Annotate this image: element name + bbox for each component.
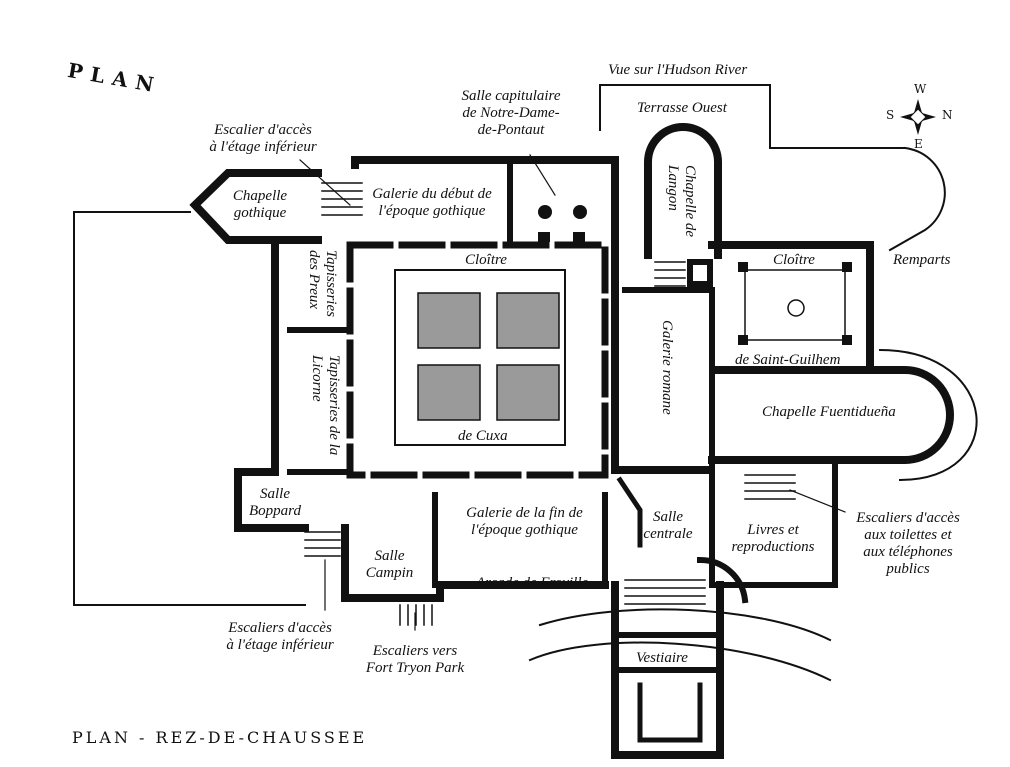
garden-plot-se [496, 364, 560, 421]
wall-chapelle-langon [644, 123, 722, 259]
stairs-entrance [624, 579, 706, 605]
saint-guilhem-fountain [787, 299, 805, 317]
label-vestiaire: Vestiaire [636, 650, 688, 666]
label-escaliers-toilettes: Escaliers d'accès aux toilettes et aux t… [856, 510, 960, 577]
garden-plot-sw [417, 364, 481, 421]
compass-rose [900, 99, 936, 135]
label-tapisseries-licorne: Tapisseries de la Licorne [309, 355, 342, 456]
compass-n: N [942, 108, 953, 122]
label-vue-hudson: Vue sur l'Hudson River [608, 62, 748, 78]
pier-capitulaire-4 [573, 232, 585, 242]
leader-capitulaire [529, 154, 556, 196]
label-livres: Livres et reproductions [731, 522, 815, 555]
road-line-1 [528, 641, 832, 682]
pier-sg-2 [842, 262, 852, 272]
pier-sg-1 [738, 262, 748, 272]
wall-cuxa-arcade [346, 241, 609, 479]
site-outline [73, 211, 306, 606]
label-chapelle-langon: Chapelle de Langon [665, 165, 698, 238]
label-galerie-fin: Galerie de la fin de l'époque gothique [466, 505, 583, 538]
label-de-saint-guilhem: de Saint-Guilhem [735, 352, 841, 368]
stairs-boppard [304, 531, 341, 557]
label-escalier-haut: Escalier d'accès à l'étage inférieur [209, 122, 317, 155]
label-salle-centrale: Salle centrale [643, 509, 693, 542]
wall-north [351, 156, 619, 249]
label-galerie-debut: Galerie du début de l'époque gothique [372, 186, 492, 219]
label-escaliers-bas: Escaliers d'accès à l'étage inférieur [226, 620, 334, 653]
stairs-fort-tryon [399, 604, 433, 626]
compass-w: W [914, 82, 927, 96]
pier-capitulaire-1 [538, 205, 552, 219]
wall-entrance-inner [637, 682, 703, 743]
stairs-toilettes [744, 474, 796, 500]
ramparts-curve [878, 348, 978, 482]
label-salle-boppard: Salle Boppard [249, 486, 301, 519]
cuxa-garden-border [394, 269, 566, 446]
label-de-cuxa: de Cuxa [458, 428, 508, 444]
terrace-outline [599, 84, 906, 149]
label-arcade-froville: Arcade de Froville [476, 575, 589, 591]
wall-west [271, 236, 322, 476]
partition-salle-centrale [616, 476, 643, 548]
wall-south [341, 524, 609, 602]
label-galerie-romane: Galerie romane [659, 320, 675, 415]
wall-saint-guilhem [708, 241, 874, 374]
leader-escalier-haut [299, 159, 351, 206]
langon-pier [687, 259, 713, 287]
label-terrasse-ouest: Terrasse Ouest [637, 100, 727, 116]
compass-e: E [914, 137, 923, 151]
pier-capitulaire-2 [573, 205, 587, 219]
label-chapelle-gothique: Chapelle gothique [232, 188, 288, 221]
leader-toilettes [789, 489, 846, 513]
label-cloitre-cuxa: Cloître [465, 252, 507, 268]
stair-curve-livres [696, 556, 749, 604]
road-line-2 [538, 608, 832, 642]
pier-capitulaire-3 [538, 232, 550, 242]
label-salle-campin: Salle Campin [365, 548, 414, 581]
label-tapisseries-preux: Tapisseries des Preux [306, 250, 339, 317]
footer-title: PLAN - REZ-DE-CHAUSSEE [72, 728, 368, 747]
pier-sg-4 [842, 335, 852, 345]
stairs-langon [654, 261, 686, 287]
wall-chapelle-fuentiduena [708, 366, 954, 464]
label-chapelle-fuentiduena: Chapelle Fuentidueña [762, 404, 896, 420]
label-cloitre-saint-guilhem: Cloître [773, 252, 815, 268]
label-escaliers-fort-tryon: Escaliers vers Fort Tryon Park [365, 643, 465, 676]
label-salle-capitulaire: Salle capitulaire de Notre-Dame- de-Pont… [461, 88, 561, 138]
stairs-top [321, 182, 363, 216]
compass-s: S [886, 108, 895, 122]
wall-livres [709, 462, 838, 588]
pier-sg-3 [738, 335, 748, 345]
garden-plot-nw [417, 292, 481, 349]
garden-plot-ne [496, 292, 560, 349]
saint-guilhem-court [744, 269, 846, 341]
label-remparts: Remparts [893, 252, 951, 268]
wall-sw [234, 468, 309, 532]
wall-chapelle-gothique [189, 169, 322, 244]
terrace-curve [888, 146, 946, 252]
